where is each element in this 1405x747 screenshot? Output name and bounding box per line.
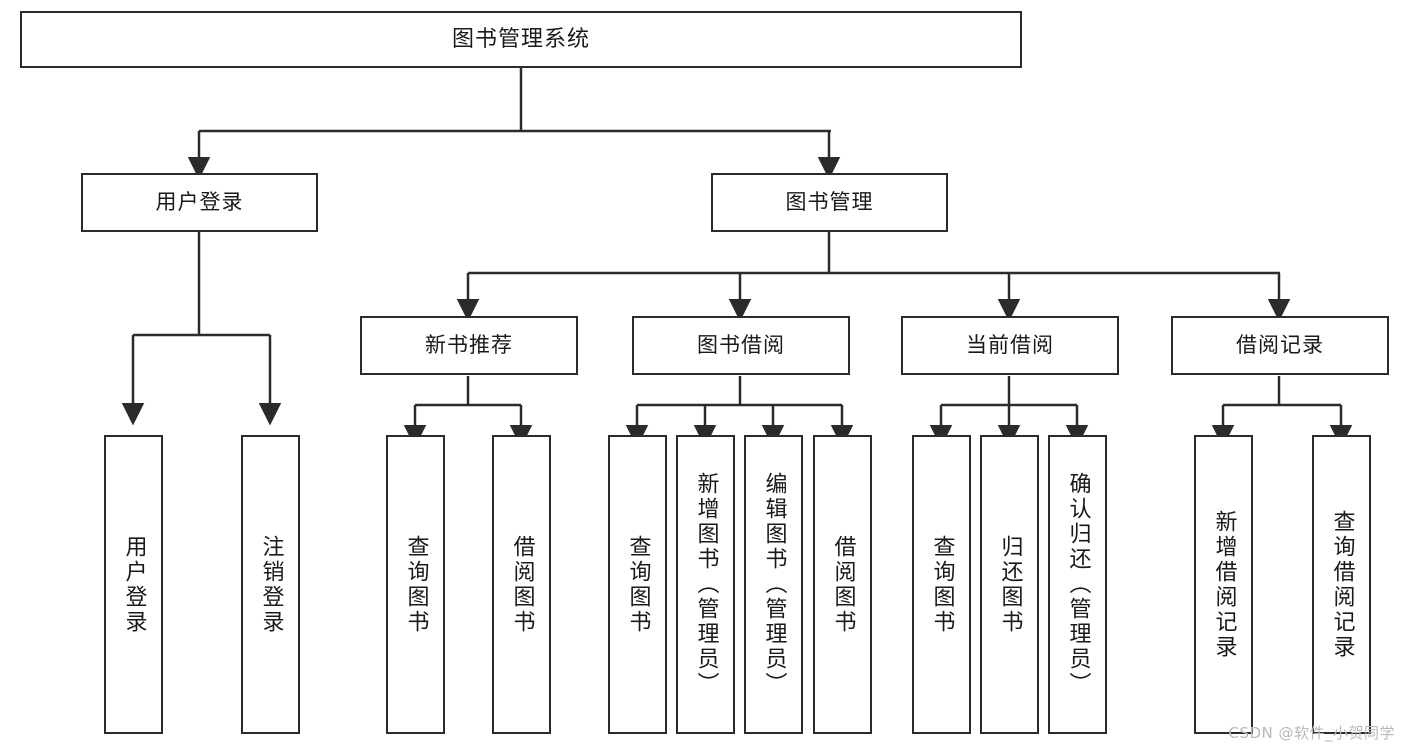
node-label: 借阅记录	[1236, 333, 1324, 358]
node-leaf-user-login[interactable]: 用户登录	[104, 435, 163, 734]
node-label: 当前借阅	[966, 333, 1054, 358]
node-label: 编辑图书（管理员）	[761, 472, 787, 697]
node-leaf-add-record[interactable]: 新增借阅记录	[1194, 435, 1253, 734]
node-leaf-add-book[interactable]: 新增图书（管理员）	[676, 435, 735, 734]
watermark: CSDN @软件_小贺同学	[1228, 724, 1395, 742]
node-borrow-record[interactable]: 借阅记录	[1171, 316, 1389, 375]
node-root-system[interactable]: 图书管理系统	[20, 11, 1022, 68]
node-label: 新增图书（管理员）	[693, 472, 719, 697]
node-label: 图书借阅	[697, 333, 785, 358]
node-label: 图书管理系统	[451, 26, 590, 52]
node-label: 查询图书	[403, 534, 429, 635]
node-leaf-query-book-3[interactable]: 查询图书	[912, 435, 971, 734]
node-label: 新书推荐	[425, 333, 513, 358]
node-leaf-confirm-return[interactable]: 确认归还（管理员）	[1048, 435, 1107, 734]
node-new-book-recommend[interactable]: 新书推荐	[360, 316, 578, 375]
node-leaf-query-book-2[interactable]: 查询图书	[608, 435, 667, 734]
node-label: 用户登录	[121, 534, 147, 635]
node-label: 图书管理	[785, 190, 874, 215]
node-leaf-return-book[interactable]: 归还图书	[980, 435, 1039, 734]
node-label: 归还图书	[997, 534, 1023, 635]
node-leaf-logout-login[interactable]: 注销登录	[241, 435, 300, 734]
node-label: 借阅图书	[509, 534, 535, 635]
node-label: 查询借阅记录	[1329, 509, 1355, 660]
node-label: 用户登录	[155, 190, 244, 215]
node-label: 注销登录	[258, 534, 284, 635]
node-leaf-borrow-book-2[interactable]: 借阅图书	[813, 435, 872, 734]
node-label: 新增借阅记录	[1211, 509, 1237, 660]
node-current-borrow[interactable]: 当前借阅	[901, 316, 1119, 375]
node-leaf-edit-book[interactable]: 编辑图书（管理员）	[744, 435, 803, 734]
node-leaf-borrow-book-1[interactable]: 借阅图书	[492, 435, 551, 734]
node-book-manage[interactable]: 图书管理	[711, 173, 948, 232]
node-label: 借阅图书	[830, 534, 856, 635]
node-label: 确认归还（管理员）	[1065, 472, 1091, 697]
node-label: 查询图书	[929, 534, 955, 635]
node-leaf-query-record[interactable]: 查询借阅记录	[1312, 435, 1371, 734]
node-user-login[interactable]: 用户登录	[81, 173, 318, 232]
node-leaf-query-book-1[interactable]: 查询图书	[386, 435, 445, 734]
node-label: 查询图书	[625, 534, 651, 635]
node-book-borrow[interactable]: 图书借阅	[632, 316, 850, 375]
